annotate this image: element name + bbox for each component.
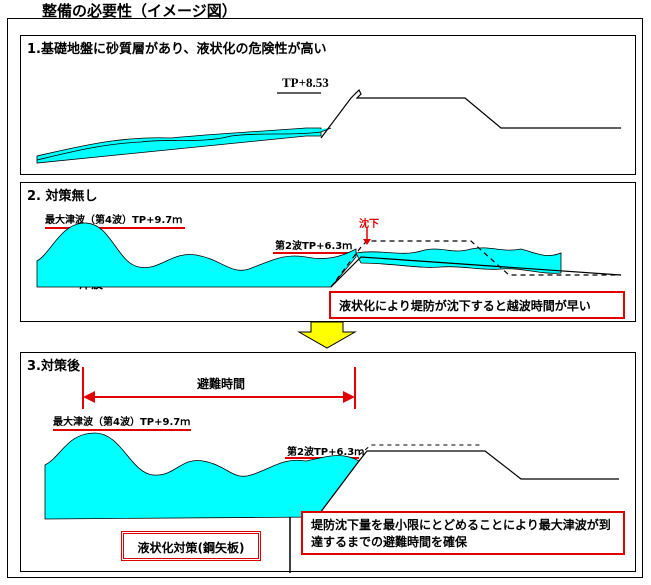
panel-2-callout: 液状化により堤防が沈下すると越波時間が早い (329, 291, 625, 319)
sea-water (36, 127, 322, 164)
panel-2-second-wave-label: 第2波TP+6.3ｍ (275, 241, 353, 252)
panel-3-max-wave-line (53, 429, 191, 431)
subsided-levee (330, 256, 622, 288)
panel-2: 2. 対策無し 最大津波（第4波）TP+9.7ｍ 第2波TP+6.3ｍ 沈下 津… (20, 182, 636, 322)
panel-3: 3.対策後 避難時間 最大津波（第4波）TP+9.7ｍ 第2波TP+6.3ｍ 津… (20, 352, 636, 573)
panel-2-drawing (36, 222, 622, 288)
diagram-frame (7, 18, 643, 578)
original-levee-dashed (330, 240, 621, 288)
evac-arrow-left (83, 391, 95, 403)
down-arrow-icon (297, 321, 357, 349)
panel-1: 1.基礎地盤に砂質層があり、液状化の危険性が高い TP+8.53 (20, 35, 636, 175)
panel-1-drawing (36, 88, 621, 164)
evac-time-label: 避難時間 (197, 377, 246, 391)
subsidence-arrow-head (363, 239, 371, 245)
overtopping-water (355, 247, 562, 274)
wave-surface (36, 127, 332, 161)
subsidence-label: 沈下 (359, 219, 379, 230)
panel-2-max-wave-label: 最大津波（第4波）TP+9.7ｍ (45, 215, 183, 226)
panel-2-second-wave-line (273, 252, 353, 254)
countermeasure-box: 液状化対策(鋼矢板) (121, 531, 261, 561)
panel-2-max-wave-line (45, 227, 185, 229)
panel-3-heading: 3.対策後 (27, 359, 80, 374)
panel-1-level-label: TP+8.53 (282, 75, 329, 90)
panel-3-callout: 堤防沈下量を最小限にとどめることにより最大津波が到達するまでの避難時間を確保 (301, 511, 625, 555)
tsunami-water (36, 222, 357, 288)
panel-3-drawing (44, 367, 619, 573)
panel-2-heading: 2. 対策無し (27, 189, 98, 204)
panel-1-heading: 1.基礎地盤に砂質層があり、液状化の危険性が高い (27, 42, 327, 57)
levee-design-dashed (358, 444, 483, 456)
evac-arrow-right (343, 391, 355, 403)
levee-profile (316, 450, 619, 518)
levee-profile (320, 88, 621, 139)
page-title: 整備の必要性（イメージ図） (42, 2, 237, 20)
panel-3-max-wave-label: 最大津波（第4波）TP+9.7ｍ (53, 417, 191, 428)
tsunami-water (44, 432, 360, 520)
panel-3-second-wave-label: 第2波TP+6.3ｍ (287, 447, 365, 458)
